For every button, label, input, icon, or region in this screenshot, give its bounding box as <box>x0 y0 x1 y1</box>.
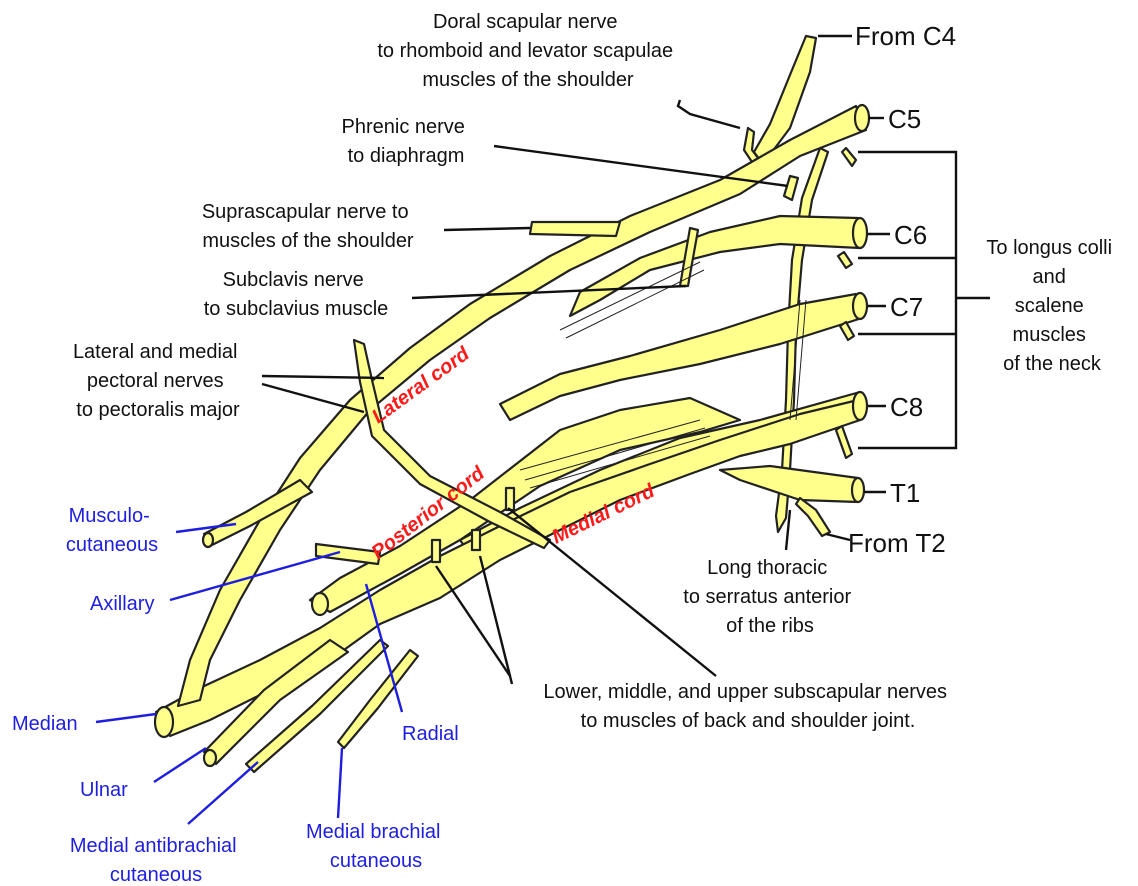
label-median: Median <box>12 713 78 735</box>
c5-cut-end <box>855 105 869 131</box>
label-c6: C6 <box>894 220 927 250</box>
label-subscapular: Lower, middle, and upper subscapular ner… <box>543 681 952 732</box>
c5-twig <box>842 148 856 166</box>
t1-cut-end <box>852 478 864 502</box>
nerve-illustration <box>155 36 869 772</box>
posterior-cut-end <box>312 593 328 615</box>
label-c7: C7 <box>890 292 923 322</box>
c6-twig <box>838 252 852 268</box>
label-radial: Radial <box>402 723 459 745</box>
label-musculocutaneous: Musculo- cutaneous <box>66 505 158 556</box>
label-c5: C5 <box>888 104 921 134</box>
dorsal-scapular-nerve <box>744 128 758 162</box>
label-subclavius: Subclavis nerve to subclavius muscle <box>204 269 389 320</box>
label-axillary: Axillary <box>90 593 154 615</box>
label-c8: C8 <box>890 392 923 422</box>
label-longus-colli: To longus colli and scalene muscles of t… <box>986 237 1117 375</box>
phrenic-nerve <box>784 176 798 200</box>
suprascapular-nerve <box>530 222 620 236</box>
label-dorsal-scapular: Doral scapular nerve to rhomboid and lev… <box>377 11 678 91</box>
label-medial-antibrachial: Medial antibrachial cutaneous <box>70 835 242 886</box>
label-long-thoracic: Long thoracic to serratus anterior of th… <box>683 557 856 637</box>
label-medial-brachial: Medial brachial cutaneous <box>306 821 446 872</box>
label-phrenic: Phrenic nerve to diaphragm <box>342 116 471 167</box>
root-labels: From C4 C5 C6 C7 C8 T1 From T2 <box>848 21 956 558</box>
c7-cut-end <box>853 293 867 319</box>
label-from-t2: From T2 <box>848 528 946 558</box>
subscapular-twig-middle <box>472 530 480 550</box>
label-pectoral: Lateral and medial pectoral nerves to pe… <box>73 341 243 421</box>
label-suprascapular: Suprascapular nerve to muscles of the sh… <box>202 201 414 252</box>
median-cut-end <box>155 707 173 737</box>
ulnar-cut-end <box>204 750 216 766</box>
c8-twig <box>836 426 852 458</box>
label-from-c4: From C4 <box>855 21 956 51</box>
subscapular-twig-upper <box>506 488 514 510</box>
label-ulnar: Ulnar <box>80 779 128 801</box>
t1-root <box>720 466 858 502</box>
subscapular-twig-lower <box>432 540 440 562</box>
c8-cut-end <box>853 392 867 420</box>
c6-cut-end <box>853 218 867 248</box>
label-t1: T1 <box>890 478 920 508</box>
t2-twig <box>796 498 830 536</box>
c7-twig <box>840 322 854 340</box>
musculocutaneous-cut-end <box>203 533 213 547</box>
